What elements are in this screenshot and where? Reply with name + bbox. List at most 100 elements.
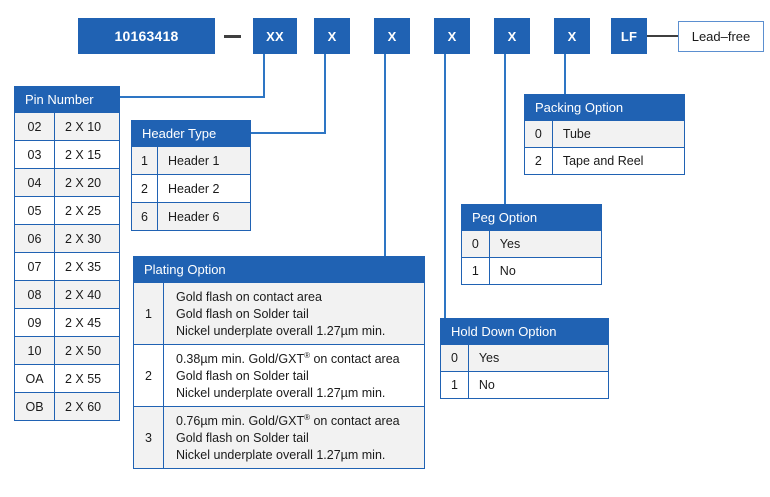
code-box-lead-free-suffix-label: LF [620, 28, 638, 44]
leader-line-packing-option-vertical [564, 54, 566, 94]
code-box-peg-option: X [494, 18, 530, 54]
row-desc: No [499, 264, 516, 278]
row-desc: 0.38µm min. Gold/GXT® on contact area Go… [164, 345, 424, 406]
table-row: 0 Tube [525, 120, 684, 147]
table-row: 1 Gold flash on contact area Gold flash … [134, 282, 424, 344]
row-desc: Header 6 [168, 209, 220, 224]
row-code: OA [15, 365, 55, 392]
peg-option-table: Peg Option 0 Yes 1 No [461, 204, 602, 285]
row-desc-line: Gold flash on contact area [176, 290, 322, 304]
row-code: OB [15, 393, 55, 420]
code-box-header-type-label: X [327, 28, 337, 44]
table-row: 0 Yes [462, 230, 601, 257]
packing-option-table-header: Packing Option [525, 95, 684, 120]
hold-down-option-table-body: 0 Yes 1 No [441, 344, 608, 398]
pin-number-table-body: 02 2 X 10 03 2 X 15 04 2 X 20 05 2 X 25 … [15, 112, 119, 420]
table-row: 02 2 X 10 [15, 112, 119, 140]
row-code: 3 [134, 407, 164, 468]
row-code: 03 [15, 141, 55, 168]
pin-number-table: Pin Number 02 2 X 10 03 2 X 15 04 2 X 20… [14, 86, 120, 421]
plating-option-table: Plating Option 1 Gold flash on contact a… [133, 256, 425, 469]
code-box-hold-down-option: X [434, 18, 470, 54]
table-row: 10 2 X 50 [15, 336, 119, 364]
code-box-header-type: X [314, 18, 350, 54]
code-box-plating-option-label: X [387, 28, 397, 44]
row-code: 0 [525, 121, 553, 147]
leader-line-pin-number-horizontal [106, 96, 265, 98]
table-row: 1 No [441, 371, 608, 398]
leader-line-header-type-vertical [324, 54, 326, 134]
row-desc: Tape and Reel [562, 154, 644, 168]
row-desc-line: Nickel underplate overall 1.27µm min. [176, 385, 386, 400]
row-desc: 2 X 60 [65, 399, 102, 414]
row-code: 6 [132, 203, 158, 230]
row-desc-line: Nickel underplate overall 1.27µm min. [176, 323, 386, 338]
row-code: 06 [15, 225, 55, 252]
row-desc: Yes [478, 351, 500, 365]
code-box-plating-option: X [374, 18, 410, 54]
leader-line-plating-option-vertical [384, 54, 386, 258]
row-code: 2 [525, 148, 553, 174]
row-desc-line: Gold flash on Solder tail [176, 368, 309, 383]
row-code: 09 [15, 309, 55, 336]
table-row: 0 Yes [441, 344, 608, 371]
table-row: 2 0.38µm min. Gold/GXT® on contact area … [134, 344, 424, 406]
row-desc-line: Gold flash on Solder tail [176, 430, 309, 445]
table-row: 1 Header 1 [132, 146, 250, 174]
row-desc-line: 0.76µm min. Gold/GXT® on contact area [176, 413, 400, 429]
code-box-packing-option-label: X [567, 28, 577, 44]
table-row: 04 2 X 20 [15, 168, 119, 196]
table-row: 07 2 X 35 [15, 252, 119, 280]
row-desc: 2 X 25 [65, 203, 102, 218]
table-row: 03 2 X 15 [15, 140, 119, 168]
row-code: 1 [441, 372, 469, 398]
plating-option-table-body: 1 Gold flash on contact area Gold flash … [134, 282, 424, 468]
part-number-base-label: 10163418 [114, 28, 179, 44]
header-type-table-body: 1 Header 1 2 Header 2 6 Header 6 [132, 146, 250, 230]
row-desc-line: Gold flash on Solder tail [176, 306, 309, 321]
row-code: 1 [132, 147, 158, 174]
row-desc-line: Nickel underplate overall 1.27µm min. [176, 447, 386, 462]
hold-down-option-table-header: Hold Down Option [441, 319, 608, 344]
row-code: 08 [15, 281, 55, 308]
lead-free-connector-line [647, 35, 678, 37]
row-desc: Header 2 [168, 181, 220, 196]
part-number-dash [224, 35, 241, 38]
row-desc: Yes [499, 237, 521, 251]
row-desc: No [478, 378, 495, 392]
code-box-packing-option: X [554, 18, 590, 54]
table-row: 09 2 X 45 [15, 308, 119, 336]
leader-line-header-type-horizontal [228, 132, 326, 134]
row-code: 10 [15, 337, 55, 364]
row-code: 2 [134, 345, 164, 406]
row-code: 07 [15, 253, 55, 280]
packing-option-table-body: 0 Tube 2 Tape and Reel [525, 120, 684, 174]
table-row: OA 2 X 55 [15, 364, 119, 392]
row-code: 1 [462, 258, 490, 284]
row-desc: 2 X 50 [65, 343, 102, 358]
row-desc: 2 X 45 [65, 315, 102, 330]
hold-down-option-table: Hold Down Option 0 Yes 1 No [440, 318, 609, 399]
header-type-table: Header Type 1 Header 1 2 Header 2 6 Head… [131, 120, 251, 231]
row-desc: 2 X 15 [65, 147, 102, 162]
plating-option-table-header: Plating Option [134, 257, 424, 282]
row-desc: 2 X 35 [65, 259, 102, 274]
table-row: OB 2 X 60 [15, 392, 119, 420]
table-row: 08 2 X 40 [15, 280, 119, 308]
row-code: 04 [15, 169, 55, 196]
row-code: 0 [462, 231, 490, 257]
row-desc: 2 X 30 [65, 231, 102, 246]
row-desc-line: 0.38µm min. Gold/GXT® on contact area [176, 351, 400, 367]
row-desc: 2 X 10 [65, 119, 102, 134]
pin-number-table-header: Pin Number [15, 87, 119, 112]
row-desc: Tube [562, 127, 591, 141]
row-code: 2 [132, 175, 158, 202]
code-box-peg-option-label: X [507, 28, 517, 44]
table-row: 2 Tape and Reel [525, 147, 684, 174]
packing-option-table: Packing Option 0 Tube 2 Tape and Reel [524, 94, 685, 175]
lead-free-callout-label: Lead–free [691, 29, 751, 44]
leader-line-hold-down-option-vertical [444, 54, 446, 318]
row-code: 02 [15, 113, 55, 140]
code-box-lead-free-suffix: LF [611, 18, 647, 54]
row-desc: 2 X 20 [65, 175, 102, 190]
